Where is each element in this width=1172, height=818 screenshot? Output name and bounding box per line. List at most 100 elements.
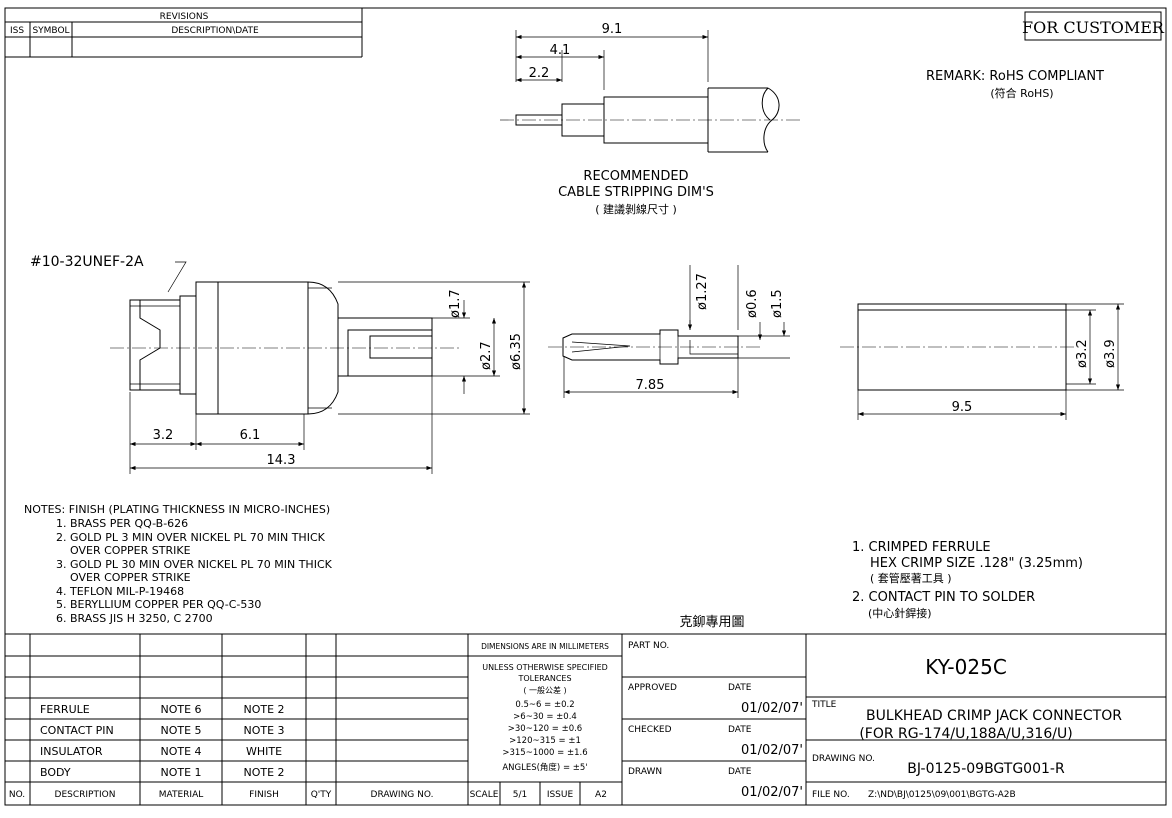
part-no-label: PART NO.	[628, 641, 669, 651]
table-row: CONTACT PIN NOTE 5 NOTE 3	[40, 724, 285, 737]
ferrule-inner-diameter: ø3.2	[1075, 339, 1090, 368]
tol-row: >315~1000 = ±1.6	[502, 748, 587, 758]
strip-dim-total: 9.1	[602, 22, 623, 37]
assembly-note-1a: HEX CRIMP SIZE .128" (3.25mm)	[870, 556, 1083, 571]
bom-header-qty: Q'TY	[311, 790, 332, 800]
issue-label: ISSUE	[547, 790, 574, 800]
bore-diameter: ø1.7	[448, 289, 463, 318]
strip-dim-small: 2.2	[529, 66, 550, 81]
approved-date-label: DATE	[728, 683, 752, 693]
table-row: INSULATOR NOTE 4 WHITE	[40, 745, 282, 758]
connector-body-view: #10-32UNEF-2A ø1.7 ø2.7 ø6.35 3.2 6.1 14…	[30, 254, 530, 474]
approved-date: 01/02/07'	[741, 701, 803, 716]
drawing-number: BJ-0125-09BGTG001-R	[907, 761, 1065, 777]
strip-caption-2: CABLE STRIPPING DIM'S	[558, 185, 714, 200]
note-line: 2. GOLD PL 3 MIN OVER NICKEL PL 70 MIN T…	[56, 531, 326, 544]
outer-diameter: ø6.35	[509, 333, 524, 370]
strip-dim-mid: 4.1	[550, 43, 571, 58]
bom-description: FERRULE	[40, 703, 90, 716]
drawing-no-label: DRAWING NO.	[812, 754, 875, 764]
drawn-date: 01/02/07'	[741, 785, 803, 800]
title-line-2: (FOR RG-174/U,188A/U,316/U)	[859, 726, 1072, 742]
tol-unless: UNLESS OTHERWISE SPECIFIED	[482, 663, 608, 672]
scale-label: SCALE	[470, 790, 499, 800]
cable-stripping-view: 9.1 4.1 2.2 RECOMMENDED CABLE STRIPPING …	[500, 22, 800, 216]
note-line: 5. BERYLLIUM COPPER PER QQ-C-530	[56, 598, 261, 611]
tol-row: >6~30 = ±0.4	[513, 712, 577, 722]
bom-description: CONTACT PIN	[40, 724, 114, 737]
bom-finish: WHITE	[246, 745, 282, 758]
bom-description: BODY	[40, 766, 71, 779]
bom-material: NOTE 5	[160, 724, 201, 737]
checked-date-label: DATE	[728, 725, 752, 735]
bom-material: NOTE 1	[160, 766, 201, 779]
pin-diameter-a: ø1.27	[695, 273, 710, 310]
pin-length: 7.85	[636, 378, 665, 393]
checked-label: CHECKED	[628, 725, 672, 735]
tol-row: 0.5~6 = ±0.2	[515, 700, 574, 710]
ferrule-outer-diameter: ø3.9	[1103, 339, 1118, 368]
for-customer-label: FOR CUSTOMER	[1022, 18, 1165, 37]
ferrule-view: ø3.2 ø3.9 9.5	[840, 303, 1124, 420]
bom-material: NOTE 6	[160, 703, 201, 716]
remark-line2: (符合 RoHS)	[990, 86, 1053, 100]
drawn-date-label: DATE	[728, 767, 752, 777]
bom-header-material: MATERIAL	[159, 790, 204, 800]
bom-material: NOTE 4	[160, 745, 201, 758]
revisions-col-symbol: SYMBOL	[32, 26, 69, 36]
note-line: 1. BRASS PER QQ-B-626	[56, 517, 188, 530]
title-block: NO. DESCRIPTION MATERIAL FINISH Q'TY DRA…	[5, 633, 1166, 805]
tol-row: >30~120 = ±0.6	[508, 724, 582, 734]
bom-description: INSULATOR	[40, 745, 103, 758]
sheet-border	[4, 7, 1167, 806]
bom-finish: NOTE 3	[243, 724, 284, 737]
table-row: FERRULE NOTE 6 NOTE 2	[40, 703, 285, 716]
revisions-col-desc: DESCRIPTION\DATE	[171, 26, 259, 36]
note-line: 6. BRASS JIS H 3250, C 2700	[56, 612, 213, 625]
scale-value: 5/1	[513, 790, 527, 800]
length-a: 3.2	[153, 428, 174, 443]
assembly-notes: 1. CRIMPED FERRULE HEX CRIMP SIZE .128" …	[852, 540, 1083, 620]
assembly-note-2: 2. CONTACT PIN TO SOLDER	[852, 590, 1035, 605]
note-line: OVER COPPER STRIKE	[70, 571, 191, 584]
note-line: 3. GOLD PL 30 MIN OVER NICKEL PL 70 MIN …	[56, 558, 333, 571]
assembly-note-1b: ( 套管壓著工具 )	[870, 571, 952, 585]
file-number: Z:\ND\BJ\0125\09\001\BGTG-A2B	[868, 790, 1016, 800]
title-line-1: BULKHEAD CRIMP JACK CONNECTOR	[866, 708, 1122, 724]
bom-header-description: DESCRIPTION	[55, 790, 116, 800]
contact-pin-view: 7.85 ø1.27 ø0.6 ø1.5	[548, 265, 790, 398]
length-b: 6.1	[240, 428, 261, 443]
file-no-label: FILE NO.	[812, 790, 850, 800]
title-label: TITLE	[811, 700, 837, 710]
tool-label: 克鉚專用圖	[679, 614, 744, 630]
strip-caption-1: RECOMMENDED	[583, 169, 688, 184]
for-customer-box	[1024, 11, 1162, 41]
pin-diameter-c: ø1.5	[770, 289, 785, 318]
revisions-title: REVISIONS	[160, 12, 209, 22]
tol-heading: TOLERANCES	[517, 674, 571, 683]
tol-row: >120~315 = ±1	[509, 736, 581, 746]
pin-diameter-b: ø0.6	[745, 289, 760, 318]
ferrule-length: 9.5	[952, 400, 973, 415]
revisions-table: REVISIONS ISS SYMBOL DESCRIPTION\DATE	[5, 8, 363, 58]
issue-value: A2	[595, 790, 607, 800]
notes-heading: NOTES: FINISH (PLATING THICKNESS IN MICR…	[24, 503, 330, 516]
tol-units: DIMENSIONS ARE IN MILLIMETERS	[481, 642, 609, 651]
assembly-note-1: 1. CRIMPED FERRULE	[852, 540, 991, 555]
part-number: KY-025C	[925, 655, 1007, 679]
revisions-col-iss: ISS	[10, 26, 24, 36]
approved-label: APPROVED	[628, 683, 677, 693]
strip-caption-3: ( 建議剝線尺寸 )	[595, 202, 677, 216]
notes-block: NOTES: FINISH (PLATING THICKNESS IN MICR…	[24, 503, 333, 625]
bom-finish: NOTE 2	[243, 703, 284, 716]
table-row: BODY NOTE 1 NOTE 2	[40, 766, 285, 779]
inner-diameter: ø2.7	[479, 341, 494, 370]
thread-label: #10-32UNEF-2A	[30, 254, 144, 270]
checked-date: 01/02/07'	[741, 743, 803, 758]
drawn-label: DRAWN	[628, 767, 662, 777]
tol-angles: ANGLES(角度) = ±5'	[502, 762, 587, 773]
bom-header-no: NO.	[9, 790, 25, 800]
bom-header-finish: FINISH	[249, 790, 279, 800]
bom-header-drawing-no: DRAWING NO.	[371, 790, 434, 800]
